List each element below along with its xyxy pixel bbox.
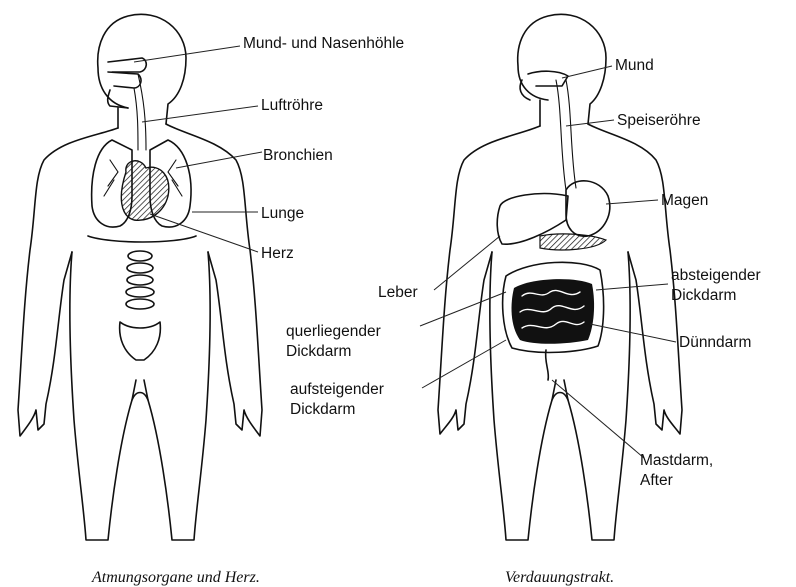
label-aufsteigender-dickdarm: Dickdarm — [290, 401, 355, 418]
label-querliegender-dickdarm: Dickdarm — [286, 343, 351, 360]
label-querliegender: querliegender — [286, 323, 381, 340]
label-absteigender-dickdarm: Dickdarm — [671, 287, 736, 304]
caption-respiratory: Atmungsorgane und Herz. — [91, 569, 260, 586]
label-magen: Magen — [661, 192, 708, 209]
label-herz: Herz — [261, 245, 294, 262]
label-leber: Leber — [378, 284, 418, 301]
label-after: After — [640, 472, 673, 489]
respiratory-labels: Mund- und Nasenhöhle Luftröhre Bronchien… — [243, 35, 404, 262]
caption-digestive: Verdauungstrakt. — [505, 569, 614, 586]
pelvis-icon — [120, 322, 161, 360]
spine-icon — [126, 251, 154, 309]
label-speiseroehre: Speiseröhre — [617, 112, 701, 129]
respiratory-body-figure — [18, 14, 262, 540]
label-aufsteigender: aufsteigender — [290, 381, 384, 398]
label-luftroehre: Luftröhre — [261, 97, 323, 114]
label-mastdarm: Mastdarm, — [640, 452, 713, 469]
label-bronchien: Bronchien — [263, 147, 333, 164]
label-lunge: Lunge — [261, 205, 304, 222]
label-mund: Mund — [615, 57, 654, 74]
label-absteigender: absteigender — [671, 267, 761, 284]
digestive-labels: Mund Speiseröhre Magen Leber absteigende… — [286, 57, 761, 489]
label-duenndarm: Dünndarm — [679, 334, 751, 351]
label-mund-nasenhoehle: Mund- und Nasenhöhle — [243, 35, 404, 52]
